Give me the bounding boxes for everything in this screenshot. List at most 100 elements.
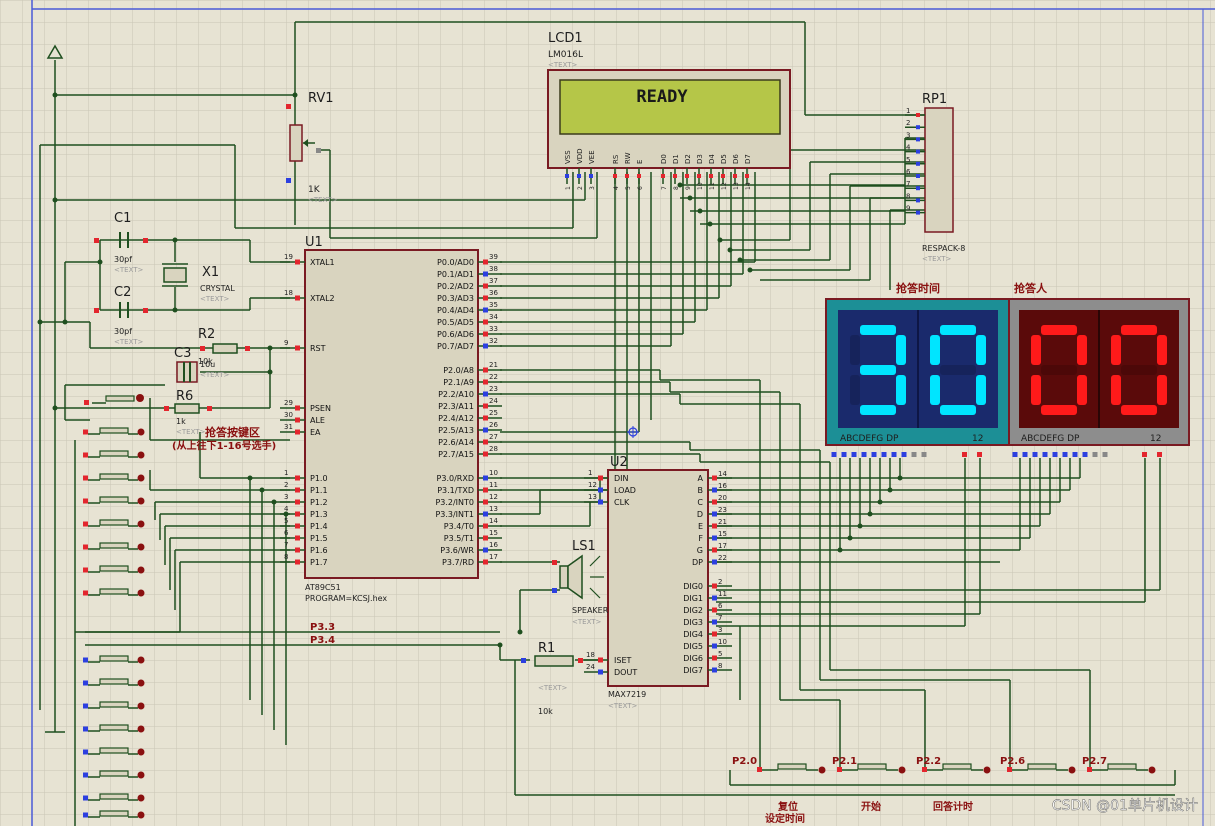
button-terminal [137,566,145,574]
button-plunger [99,542,129,549]
capacitor-c1[interactable]: C1 30pf <TEXT> [94,211,148,274]
u1-pin-num: 7 [284,541,288,549]
u2-pin-name: D [697,510,703,519]
control-button-p22[interactable]: P2.2 回答计时 [916,756,973,813]
control-button-label: 回答计时 [933,800,973,813]
u1-pin-name: XTAL2 [310,294,335,303]
resistor-r2[interactable]: R2 10k [198,327,250,366]
rp1-pin-marker [916,125,920,130]
resistor-r1[interactable]: R1 <TEXT> 10k [521,641,583,716]
lcd-pin-marker [661,174,665,178]
control-button-p26[interactable]: P2.6 [1000,756,1025,767]
player-button[interactable] [83,655,145,664]
u1-pin-name: P3.5/T1 [444,534,474,543]
player-button[interactable] [83,542,145,551]
u2-pin-num: 24 [586,663,595,671]
lcd-pin-name: RS [612,154,620,164]
c2-value: 30pf [114,327,132,336]
display-pin [1157,452,1162,457]
u1-pin-name: P0.0/AD0 [437,258,474,267]
c2-ref: C2 [114,285,131,300]
u2-pin-marker [598,487,603,493]
potentiometer-rv1[interactable]: RV1 1K <TEXT> [286,91,338,204]
control-button-p20[interactable]: P2.0 复位 设定时间 [732,756,805,825]
u1-pin-marker [295,559,300,565]
control-button-p21[interactable]: P2.1 开始 [832,756,881,813]
player-button[interactable] [83,747,145,756]
u1-pin-num: 10 [489,469,498,477]
capacitor-c3[interactable]: C3 10u <TEXT> [174,346,230,383]
lcd-module[interactable]: READY LCD1 LM016L <TEXT> VSS1VDD2VEE3RS4… [547,31,791,190]
capacitor-c2[interactable]: C2 30pf <TEXT> [94,285,148,346]
resistor-r6[interactable]: R6 1k <TEXT> [164,389,212,436]
u2-text-tag: <TEXT> [608,702,638,710]
lcd-pin-name: VSS [564,150,572,164]
lcd-pin-num: 10 [697,182,704,190]
display-answerer[interactable]: 抢答人 ABCDEFG DP 12 [1008,281,1190,457]
player-button[interactable] [83,496,145,505]
lcd-pins: VSS1VDD2VEE3RS4RW5E6D07D18D29D310D411D51… [564,148,752,190]
player-button[interactable] [83,565,145,574]
u1-pin-name: PSEN [310,404,331,413]
player-button[interactable] [83,450,145,459]
u1-pin-num: 30 [284,411,293,419]
button-pin [83,567,88,573]
u2-pin-name: CLK [614,498,630,507]
x1-model: CRYSTAL [200,284,235,293]
u2-pin-marker [712,667,717,673]
display-pin [841,452,847,457]
speaker-ls1[interactable]: LS1 SPEAKER <TEXT> [552,539,609,626]
player-button[interactable] [83,519,145,528]
player-button[interactable] [83,427,145,436]
player-button[interactable] [83,678,145,687]
segment [896,375,906,405]
button-pin [83,795,88,801]
u1-pin-num: 22 [489,373,498,381]
crystal-x1[interactable]: X1 CRYSTAL <TEXT> [162,263,235,303]
rp1-pin-marker [916,161,920,166]
button-terminal [137,811,145,819]
player-button[interactable] [83,770,145,779]
lcd-pin-name: D7 [744,154,752,164]
control-port-label: P2.7 [1082,756,1107,767]
u2-pin-num: 20 [718,494,727,502]
display-answer-time[interactable]: 抢答时间 ABCDEFG DP 12 [825,281,1010,457]
lcd-pin-name: D6 [732,154,740,164]
player-button[interactable] [83,701,145,710]
button-terminal [137,451,145,459]
driver-u2[interactable]: U2 MAX7219 <TEXT> 1DIN12LOAD13CLK18ISET2… [584,455,732,710]
player-buttons[interactable] [83,427,145,819]
lcd-pin-name: D4 [708,154,716,164]
player-button[interactable] [83,793,145,802]
player-button[interactable] [83,724,145,733]
u2-pin-num: 6 [718,602,723,610]
u1-pin-name: P0.5/AD5 [437,318,474,327]
control-button-p27[interactable]: P2.7 [1082,756,1107,767]
r1-text-tag: <TEXT> [538,684,568,692]
r1-value: 10k [538,707,553,716]
lcd-pin-name: D5 [720,154,728,164]
player-button[interactable] [83,588,145,597]
display-pin [861,452,867,457]
player-button[interactable] [83,810,145,819]
u1-pin-name: P0.1/AD1 [437,270,474,279]
reset-switch[interactable] [84,394,144,405]
display-time-digit-label: 12 [972,434,983,444]
u2-pin-num: 1 [588,469,592,477]
junctions [37,92,903,648]
u2-pin-num: 23 [718,506,727,514]
button-plunger [99,770,129,777]
display-pin [831,452,837,457]
control-buttons[interactable]: P2.0 复位 设定时间 P2.1 开始 P2.2 回答计时 P2.6 P2.7 [732,756,1156,825]
rp1-pin-num: 6 [906,168,911,176]
player-button[interactable] [83,473,145,482]
mcu-u1[interactable]: U1 AT89C51 PROGRAM=KCSJ.hex 19XTAL118XTA… [280,235,502,603]
u1-pin-name: P0.6/AD6 [437,330,474,339]
u1-pin-name: P1.4 [310,522,328,531]
lcd-pin-name: VEE [588,150,596,164]
wires [39,21,1176,826]
lcd-pin-num: 11 [709,182,716,190]
r2-value: 10k [198,357,213,366]
